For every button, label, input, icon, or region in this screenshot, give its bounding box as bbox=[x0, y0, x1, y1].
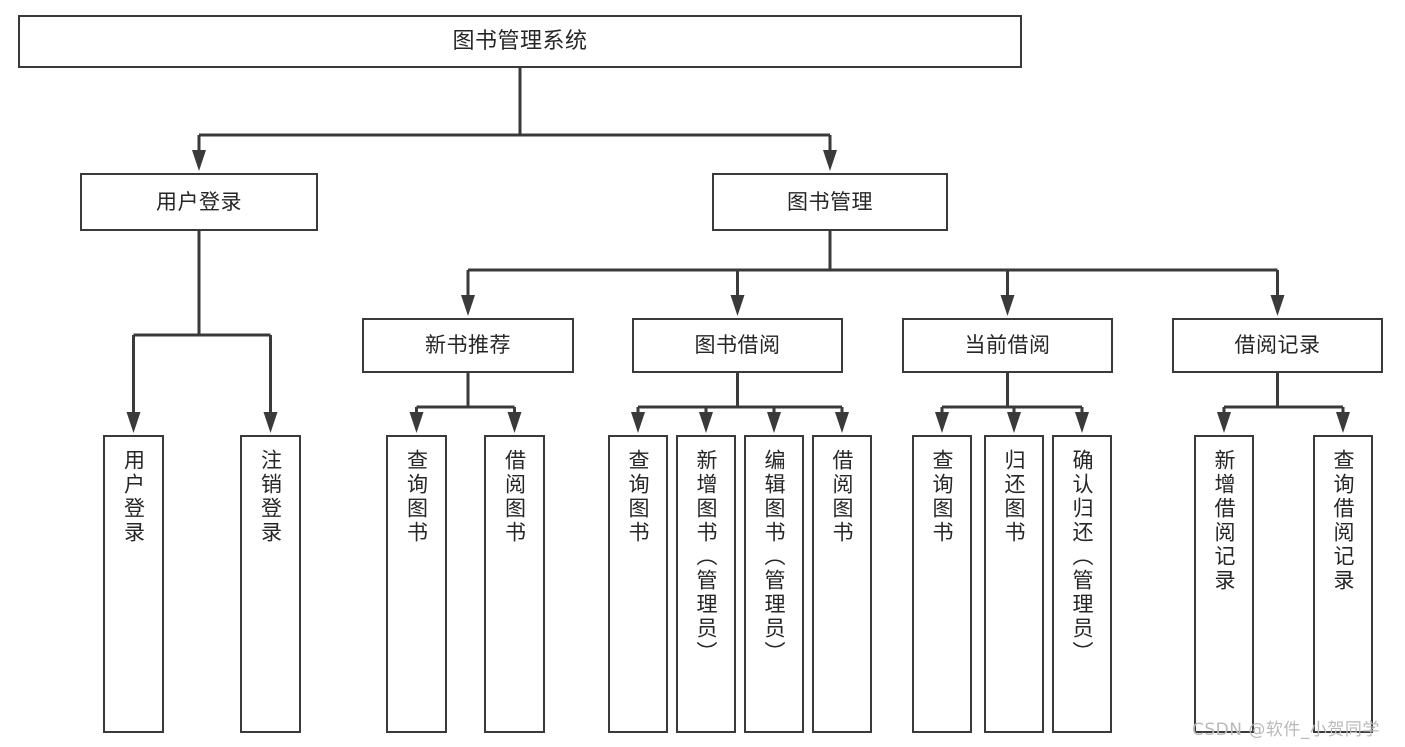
edge-arrowhead bbox=[631, 412, 645, 433]
node-label: 新书推荐 bbox=[425, 333, 511, 358]
edge-arrowhead bbox=[461, 295, 475, 316]
node-leaf-user-login[interactable]: 用户登录 bbox=[103, 435, 164, 733]
edge-arrowhead bbox=[1007, 412, 1021, 433]
edge-arrowhead bbox=[935, 412, 949, 433]
node-label: 图书借阅 bbox=[694, 333, 781, 358]
node-leaf-query-book-3[interactable]: 查询图书 bbox=[912, 435, 972, 733]
node-book-manage[interactable]: 图书管理 bbox=[712, 173, 948, 231]
node-label: 新增借阅记录 bbox=[1212, 449, 1237, 593]
node-label: 新增图书（管理员） bbox=[694, 449, 719, 665]
node-label: 用户登录 bbox=[121, 449, 146, 545]
edge-arrowhead bbox=[730, 295, 745, 316]
edge-arrowhead bbox=[1075, 412, 1089, 433]
node-label: 当前借阅 bbox=[964, 333, 1051, 358]
node-leaf-query-book-2[interactable]: 查询图书 bbox=[608, 435, 668, 733]
node-label: 借阅图书 bbox=[502, 449, 527, 545]
node-current-borrow[interactable]: 当前借阅 bbox=[902, 318, 1113, 373]
edge-arrowhead bbox=[1217, 412, 1231, 433]
node-label: 确认归还（管理员） bbox=[1070, 449, 1095, 665]
node-label: 编辑图书（管理员） bbox=[762, 449, 787, 665]
edge-arrowhead bbox=[1336, 412, 1350, 433]
edge-arrowhead bbox=[126, 412, 141, 433]
node-leaf-query-book-1[interactable]: 查询图书 bbox=[386, 435, 447, 733]
node-leaf-edit-book[interactable]: 编辑图书（管理员） bbox=[744, 435, 804, 733]
edge-arrowhead bbox=[507, 412, 522, 433]
node-label: 查询借阅记录 bbox=[1331, 449, 1356, 593]
node-leaf-borrow-book-1[interactable]: 借阅图书 bbox=[484, 435, 545, 733]
node-leaf-add-book[interactable]: 新增图书（管理员） bbox=[676, 435, 736, 733]
node-leaf-borrow-book-2[interactable]: 借阅图书 bbox=[812, 435, 872, 733]
node-label: 注销登录 bbox=[258, 449, 283, 545]
node-leaf-logout[interactable]: 注销登录 bbox=[240, 435, 301, 733]
node-leaf-return-book[interactable]: 归还图书 bbox=[984, 435, 1044, 733]
csdn-watermark: CSDN @软件_小贺同学 bbox=[1192, 720, 1380, 740]
node-leaf-query-record[interactable]: 查询借阅记录 bbox=[1313, 435, 1373, 733]
node-leaf-add-record[interactable]: 新增借阅记录 bbox=[1194, 435, 1254, 733]
node-label: 借阅图书 bbox=[830, 449, 855, 545]
node-book-borrow[interactable]: 图书借阅 bbox=[632, 318, 843, 373]
node-label: 查询图书 bbox=[930, 449, 955, 545]
node-new-book-rec[interactable]: 新书推荐 bbox=[362, 318, 574, 373]
node-label: 查询图书 bbox=[626, 449, 651, 545]
node-borrow-record[interactable]: 借阅记录 bbox=[1172, 318, 1383, 373]
node-label: 归还图书 bbox=[1002, 449, 1027, 545]
edge-arrowhead bbox=[823, 150, 837, 171]
edge-arrowhead bbox=[263, 412, 278, 433]
node-label: 图书管理 bbox=[787, 189, 873, 214]
node-label: 查询图书 bbox=[404, 449, 429, 545]
node-label: 图书管理系统 bbox=[452, 28, 588, 54]
edge-arrowhead bbox=[1270, 295, 1285, 316]
node-user-login[interactable]: 用户登录 bbox=[80, 173, 318, 231]
edge-arrowhead bbox=[409, 412, 424, 433]
node-root[interactable]: 图书管理系统 bbox=[18, 15, 1022, 68]
edge-arrowhead bbox=[835, 412, 849, 433]
node-label: 用户登录 bbox=[156, 189, 242, 214]
edge-arrowhead bbox=[1000, 295, 1015, 316]
edge-arrowhead bbox=[192, 150, 206, 171]
node-label: 借阅记录 bbox=[1234, 333, 1321, 358]
node-leaf-confirm-return[interactable]: 确认归还（管理员） bbox=[1052, 435, 1112, 733]
edge-arrowhead bbox=[767, 412, 781, 433]
edge-arrowhead bbox=[699, 412, 713, 433]
